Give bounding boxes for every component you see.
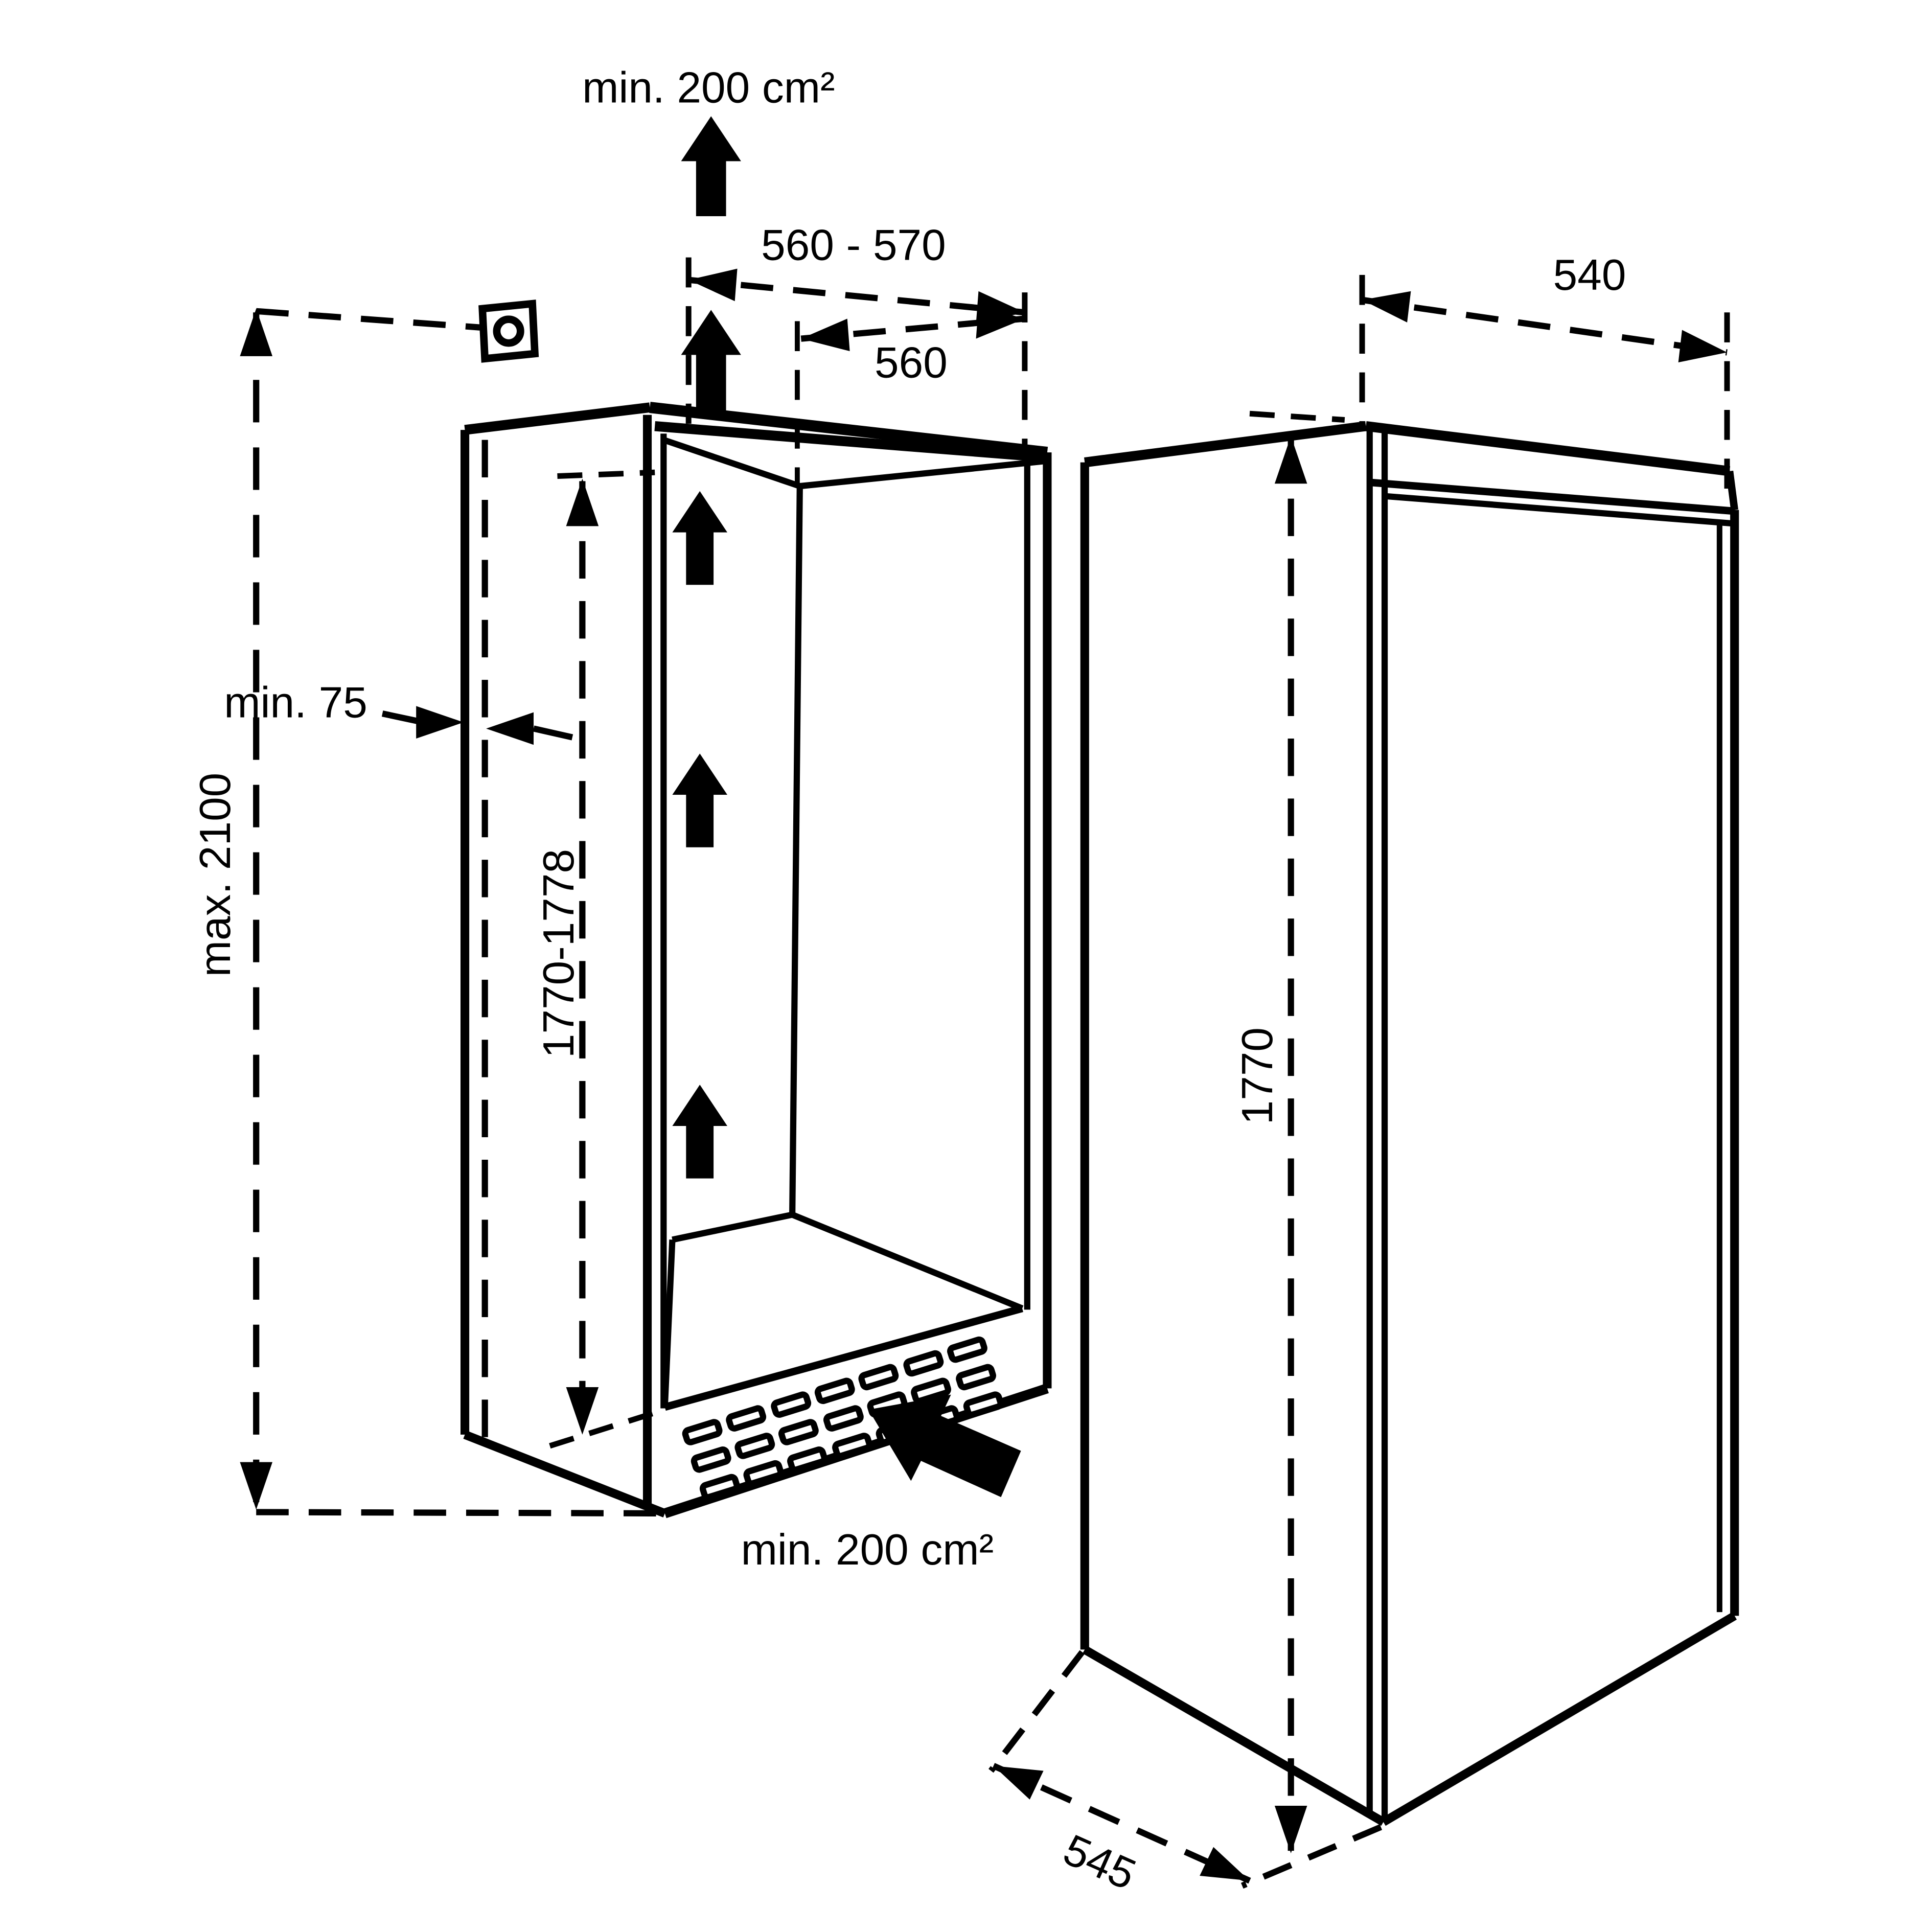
door-top-right-step: [1726, 470, 1738, 511]
dim-label-niche-width-range: 560 - 570: [761, 221, 946, 270]
dim-arrow-down-icon: [1274, 1806, 1307, 1853]
dim-label-appliance-depth: 540: [1553, 251, 1626, 300]
grille-slot: [743, 1460, 784, 1487]
dim-label-max-height: max. 2100: [191, 773, 240, 977]
appliance-outline: [1080, 421, 1739, 1826]
dim-max-height: max. 2100: [191, 308, 660, 1517]
appliance-top-right-edge: [1365, 421, 1731, 476]
niche-top-front-edge: [654, 421, 1048, 463]
door-top-outer-edge: [1369, 478, 1735, 515]
appliance-bottom-left-edge: [1082, 1646, 1386, 1826]
dim-label-appliance-height: 1770: [1233, 1027, 1282, 1124]
grille-slot: [903, 1350, 944, 1377]
grille-slot: [963, 1391, 1004, 1418]
label-bottom-ventilation: min. 200 cm²: [741, 1526, 994, 1574]
ventilation-grille: [682, 1336, 1004, 1501]
niche-floor-front-edge: [663, 1304, 1023, 1411]
airflow-up-arrow-icon: [672, 753, 728, 847]
dim-arrow-right-icon: [416, 706, 464, 739]
dim-arrow-right-icon: [976, 306, 1025, 339]
power-socket-icon: [478, 300, 539, 363]
niche-interior: [642, 415, 1048, 1509]
dim-extension-line: [549, 1407, 666, 1449]
dim-arrow-down-icon: [240, 1462, 273, 1510]
niche-ceiling-back-edge: [799, 458, 1045, 490]
dim-extension-line: [988, 1650, 1085, 1773]
grille-slot: [911, 1377, 951, 1405]
appliance-top-left-edge: [1084, 421, 1367, 468]
dim-arrow-left-icon: [1362, 291, 1411, 323]
grille-slot: [787, 1446, 827, 1473]
niche-ceiling-left-edge: [662, 436, 801, 489]
grille-slot: [682, 1419, 723, 1445]
grille-slot: [832, 1433, 872, 1459]
dim-leader-line: [533, 725, 573, 741]
grille-slot: [823, 1405, 864, 1432]
dim-line: [1362, 296, 1728, 356]
niche-floor-back-right-edge: [791, 1211, 1024, 1312]
cabinet-top-back-edge: [649, 402, 1048, 458]
dim-label-inner-width: 560: [875, 338, 948, 387]
niche-airflow-up-arrows: [672, 491, 728, 1179]
dim-extension-line: [1240, 1824, 1383, 1889]
airflow-up-arrow-icon: [672, 1085, 728, 1179]
dim-arrow-up-icon: [566, 478, 599, 526]
niche-back-left-corner-edge: [789, 486, 803, 1215]
grille-airflow-in-arrow-icon: [868, 1394, 1021, 1498]
dim-leader-line: [381, 710, 418, 724]
dim-arrow-left-icon: [993, 1765, 1044, 1800]
niche-floor-back-left-edge: [672, 1211, 793, 1243]
grille-slot: [858, 1364, 899, 1391]
niche-drawing: max. 2100 560 - 570 560 min. 75: [191, 63, 1052, 1574]
dim-rear-clearance: min. 75: [224, 440, 573, 1442]
airflow-up-arrow-icon: [672, 491, 728, 585]
dim-extension-line: [256, 308, 480, 331]
grille-slot: [691, 1446, 731, 1473]
door-bottom-edge: [1381, 1612, 1737, 1826]
door-top-inner-edge: [1384, 493, 1735, 527]
dim-arrow-right-icon: [1678, 330, 1728, 363]
dim-appliance-depth: 540: [1359, 251, 1730, 508]
dim-extension-line: [256, 1509, 660, 1517]
dim-arrow-up-icon: [240, 308, 273, 356]
grille-slot: [778, 1419, 819, 1445]
grille-slot: [734, 1433, 775, 1459]
grille-slot: [956, 1364, 996, 1391]
grille-slot: [947, 1336, 987, 1363]
dim-arrow-right-icon: [1200, 1847, 1250, 1881]
socket-hole: [493, 315, 524, 347]
cabinet-bottom-left-edge: [463, 1430, 666, 1517]
dim-arrow-left-icon: [688, 268, 738, 302]
dim-extension-line: [557, 469, 655, 479]
dim-arrow-left-icon: [486, 712, 534, 745]
dim-door-depth: 545: [988, 1650, 1383, 1899]
dim-extension-line: [1249, 410, 1345, 423]
grille-slot: [726, 1405, 767, 1432]
dim-label-rear-clearance: min. 75: [224, 678, 367, 727]
cabinet-top-left-edge: [464, 402, 651, 435]
dim-label-niche-height-range: 1770-1778: [535, 849, 583, 1058]
appliance-drawing: 540 1770 545: [988, 251, 1739, 1899]
niche-floor-left-edge: [661, 1239, 676, 1408]
label-top-ventilation: min. 200 cm²: [582, 63, 835, 112]
dim-arrow-left-icon: [801, 318, 850, 352]
dim-inner-width: 560: [795, 306, 1025, 484]
grille-slot: [699, 1474, 740, 1501]
grille-slot: [771, 1391, 812, 1418]
dim-line: [688, 277, 1025, 316]
dim-niche-height-range: 1770-1778: [535, 469, 666, 1449]
dim-appliance-height: 1770: [1233, 410, 1345, 1853]
dim-arrow-up-icon: [1274, 436, 1307, 484]
dim-arrow-down-icon: [566, 1387, 599, 1435]
grille-slot: [814, 1377, 855, 1405]
